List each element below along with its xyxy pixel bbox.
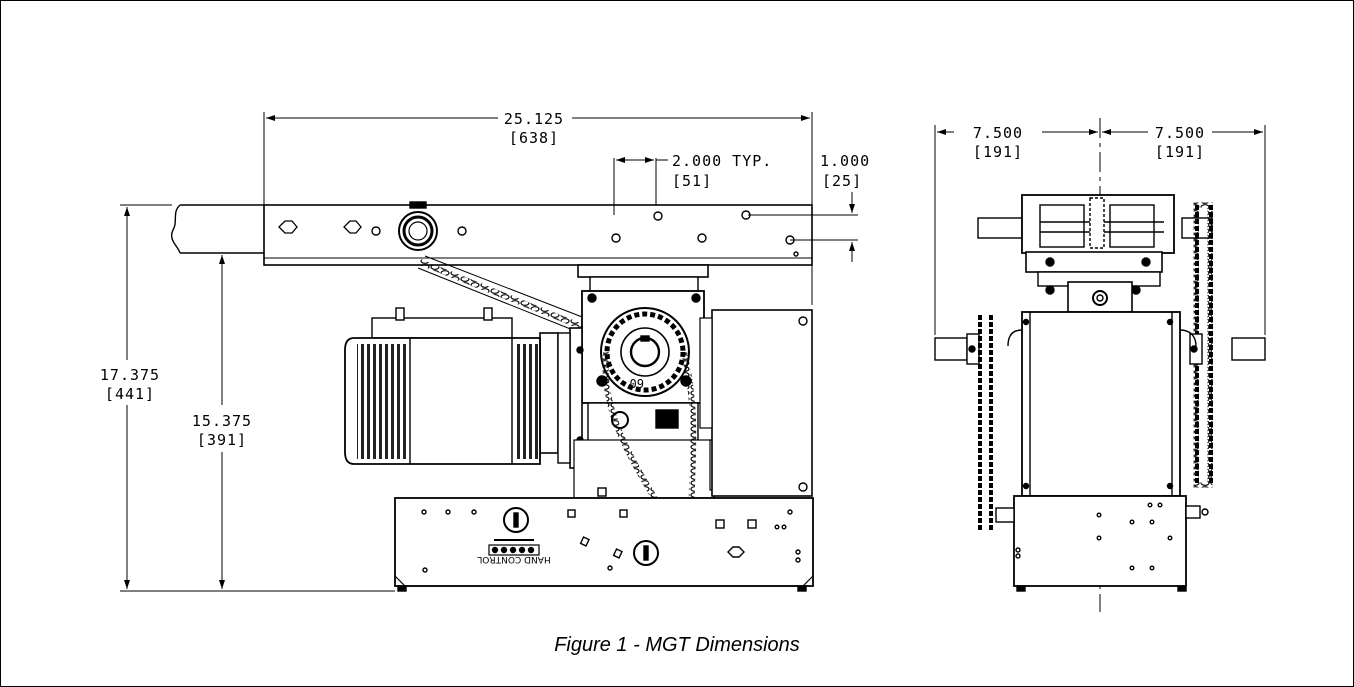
hole-offset-mm: [25] xyxy=(822,172,862,190)
overall-height-in: 17.375 xyxy=(100,366,160,384)
shaft-height-mm: [391] xyxy=(197,431,247,449)
side-view xyxy=(934,118,1266,612)
hole-offset-in: 1.000 xyxy=(820,152,870,170)
side-right-in: 7.500 xyxy=(1155,124,1205,142)
hole-spacing-mm: [51] xyxy=(672,172,712,190)
figure-caption: Figure 1 - MGT Dimensions xyxy=(554,634,800,656)
hole-spacing-dimension xyxy=(613,157,668,215)
hand-control-label: HAND CONTROL xyxy=(477,554,550,564)
side-left-in: 7.500 xyxy=(973,124,1023,142)
overall-height-mm: [441] xyxy=(105,385,155,403)
overall-width-mm: [638] xyxy=(509,129,559,147)
side-left-mm: [191] xyxy=(973,143,1023,161)
width-dimension xyxy=(263,112,813,305)
hole-offset-dimension xyxy=(748,192,858,262)
side-right-mm: [191] xyxy=(1155,143,1205,161)
sprocket-label: 60 xyxy=(630,376,644,390)
shaft-height-in: 15.375 xyxy=(192,412,252,430)
front-view xyxy=(120,112,858,592)
overall-width-in: 25.125 xyxy=(504,110,564,128)
hole-spacing-in: 2.000 TYP. xyxy=(672,152,772,170)
dimension-labels: 25.125 [638] 2.000 TYP. [51] 1.000 [25] … xyxy=(100,110,1205,564)
